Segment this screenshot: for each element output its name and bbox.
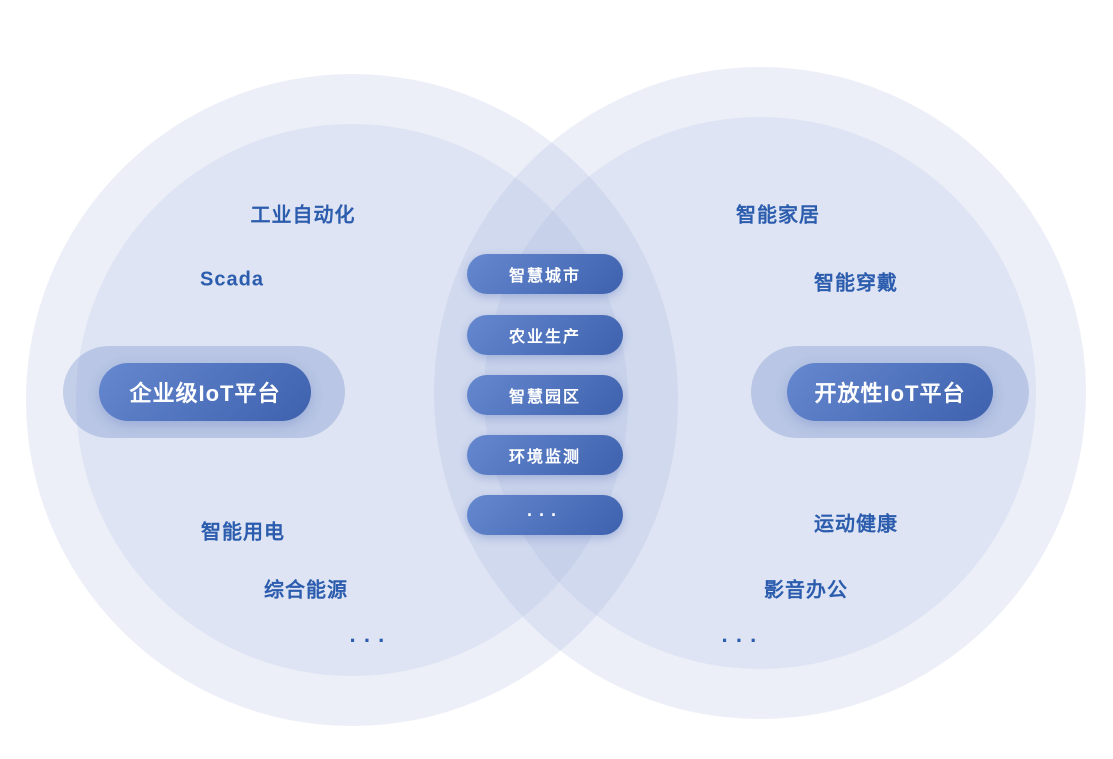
left-circle-item: 工业自动化 [250,204,356,227]
center-pill: 智慧城市 [467,254,623,294]
center-pill: 环境监测 [467,435,623,475]
left-circle-item: 智能用电 [201,521,285,544]
center-more-pill: ··· [467,495,623,535]
right-more-dots: ··· [721,628,765,653]
right-circle-item: 运动健康 [814,513,898,536]
left-platform-pill: 企业级IoT平台 [99,363,311,421]
left-more-dots: ··· [349,628,393,653]
right-circle-item: 影音办公 [764,579,848,602]
left-circle-item: Scada [200,268,264,291]
center-pill: 农业生产 [467,315,623,355]
right-circle-item: 智能家居 [736,204,820,227]
right-platform-pill: 开放性IoT平台 [787,363,993,421]
left-circle-item: 综合能源 [264,579,348,602]
center-pill: 智慧园区 [467,375,623,415]
right-circle-item: 智能穿戴 [814,272,898,295]
